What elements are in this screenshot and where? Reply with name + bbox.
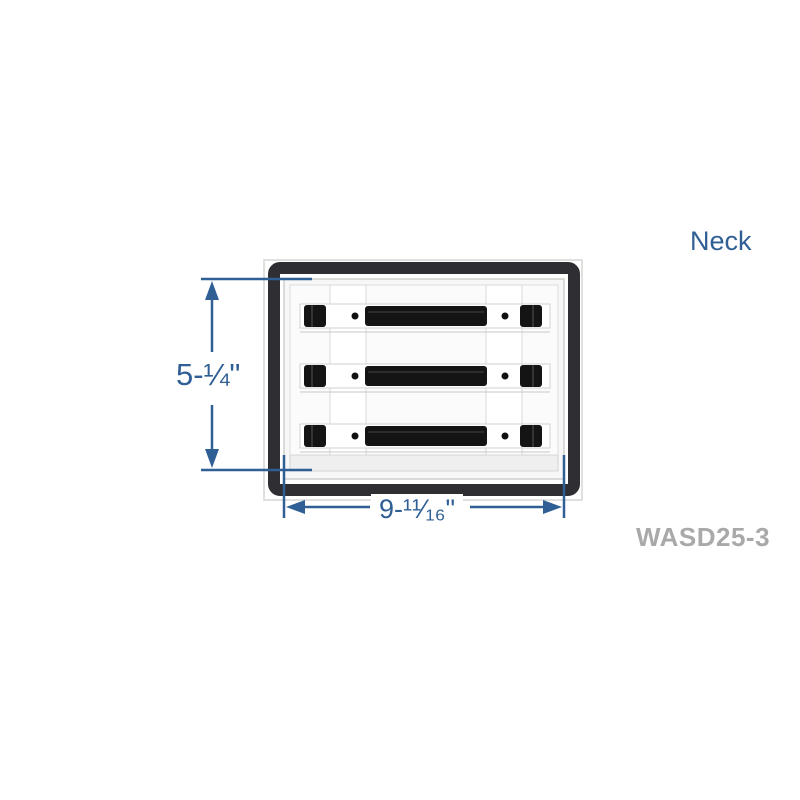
- screw-hole: [351, 372, 359, 380]
- pivot-knob-left: [304, 365, 326, 387]
- model-code: WASD25-3: [636, 522, 771, 552]
- width-dimension-line: [282, 455, 566, 518]
- damper-rows: [299, 303, 551, 453]
- screw-hole: [351, 432, 359, 440]
- grille-sill: [289, 454, 559, 472]
- damper-bar: [365, 306, 487, 326]
- foam-gasket: [268, 262, 580, 496]
- pivot-knob-right: [520, 305, 542, 327]
- screw-hole: [501, 372, 509, 380]
- width-dimension-label: 9-¹¹⁄₁₆": [371, 494, 464, 525]
- view-label: Neck: [690, 226, 752, 256]
- screw-hole: [501, 312, 509, 320]
- pivot-knob-left: [304, 425, 326, 447]
- damper-bar: [365, 426, 487, 446]
- screw-hole: [501, 432, 509, 440]
- pivot-knob-right: [520, 425, 542, 447]
- screw-hole: [351, 312, 359, 320]
- pivot-knob-left: [304, 305, 326, 327]
- damper-bar: [365, 366, 487, 386]
- height-dimension-line: [201, 277, 312, 472]
- pivot-knob-right: [520, 365, 542, 387]
- height-dimension-label: 5-¼": [176, 357, 241, 392]
